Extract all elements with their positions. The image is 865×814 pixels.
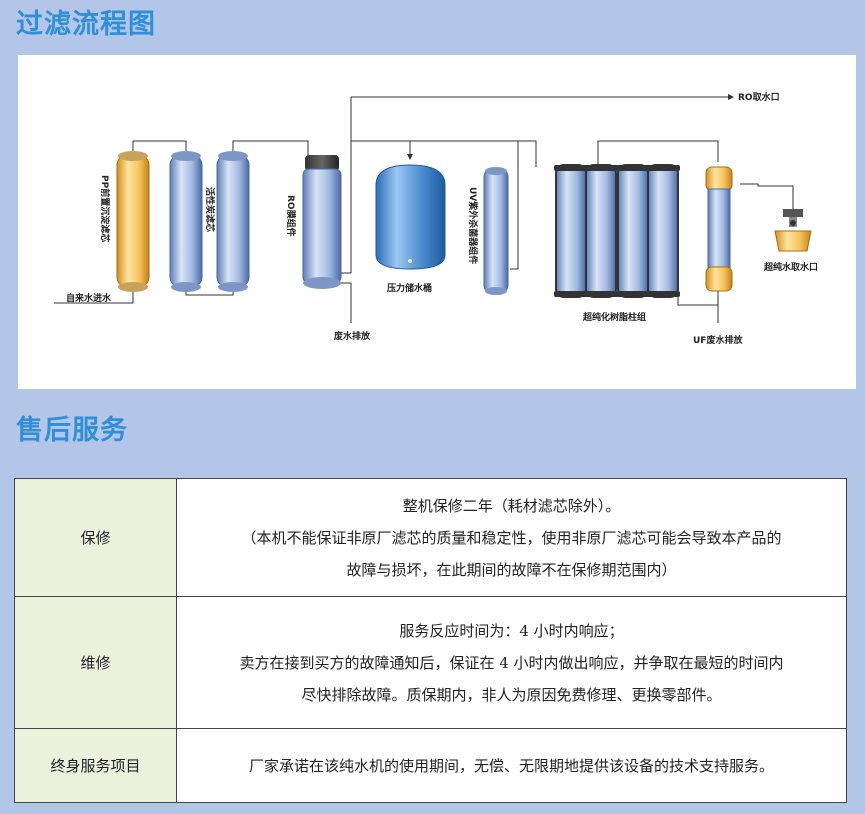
- ultrapure-outlet-label: 超纯水取水口: [763, 261, 818, 273]
- warranty-value: 整机保修二年（耗材滤芯除外）。 （本机不能保证非原厂滤芯的质量和稳定性，使用非原…: [176, 478, 847, 597]
- resin-column-2: [584, 164, 618, 298]
- ro-membrane-label: RO膜组件: [285, 195, 297, 237]
- table-row: 终身服务项目 厂家承诺在该纯水机的使用期间，无偿、无限期地提供该设备的技术支持服…: [14, 728, 847, 803]
- repair-value: 服务反应时间为：4 小时内响应； 卖方在接到买方的故障通知后，保证在 4 小时内…: [176, 596, 847, 729]
- ro-outlet-label: RO取水口: [738, 91, 780, 103]
- table-row: 维修 服务反应时间为：4 小时内响应； 卖方在接到买方的故障通知后，保证在 4 …: [14, 596, 847, 729]
- carbon-filter-label: 活性炭滤芯: [204, 187, 216, 232]
- resin-column-1: [554, 164, 588, 298]
- table-row: 保修 整机保修二年（耗材滤芯除外）。 （本机不能保证非原厂滤芯的质量和稳定性，使…: [14, 478, 847, 597]
- carbon-filter-2: [216, 151, 250, 292]
- uf-waste-label: UF废水排放: [693, 334, 743, 346]
- resin-group-label: 超纯化树脂柱组: [582, 311, 646, 323]
- warranty-key: 保修: [14, 478, 177, 597]
- uv-sterilizer-label: UV紫外杀菌器组件: [467, 187, 479, 264]
- filtration-flow-heading: 过滤流程图: [16, 9, 156, 40]
- carbon-filter-1: [169, 151, 203, 292]
- ultrapure-water-faucet: [774, 209, 812, 252]
- resin-column-4: [646, 164, 680, 298]
- lifetime-service-value: 厂家承诺在该纯水机的使用期间，无偿、无限期地提供该设备的技术支持服务。: [176, 728, 847, 803]
- tap-water-inlet-pipe: 自来水进水: [54, 291, 134, 304]
- pressure-tank-label: 压力储水桶: [387, 282, 432, 294]
- resin-column-3: [616, 164, 650, 298]
- tap-inlet-label: 自来水进水: [66, 292, 112, 304]
- after-sales-heading: 售后服务: [16, 415, 128, 446]
- pressure-storage-tank: [375, 164, 446, 270]
- filter-connection-pipes: [132, 94, 794, 323]
- waste-discharge-label: 废水排放: [334, 330, 371, 342]
- pp-filter-label: PP前置沉淀滤芯: [99, 175, 111, 242]
- uv-sterilizer: [483, 167, 509, 295]
- repair-key: 维修: [14, 596, 177, 729]
- pp-sediment-filter: [116, 151, 150, 292]
- uf-filter: [705, 166, 733, 292]
- ro-membrane-housing: [302, 155, 342, 289]
- filtration-flow-diagram: 自来水进水 PP前置沉淀滤芯: [18, 55, 856, 389]
- lifetime-service-key: 终身服务项目: [14, 728, 177, 803]
- after-sales-table: 保修 整机保修二年（耗材滤芯除外）。 （本机不能保证非原厂滤芯的质量和稳定性，使…: [14, 478, 847, 803]
